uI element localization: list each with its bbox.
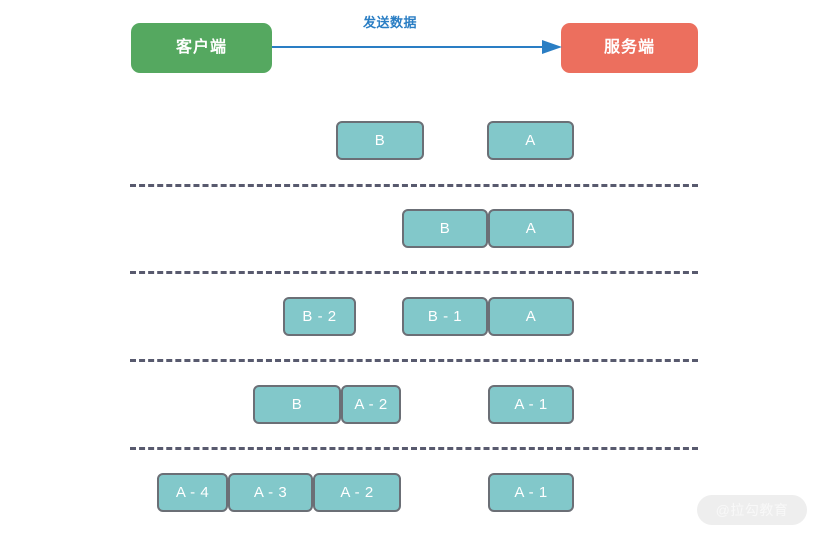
packet-box: A - 4 <box>157 473 228 512</box>
packet-box: A - 2 <box>313 473 401 512</box>
divider-4 <box>130 447 698 450</box>
server-node-label: 服务端 <box>603 39 655 56</box>
packet-box: B <box>253 385 341 424</box>
packet-box: B - 1 <box>402 297 488 336</box>
packet-label: B <box>291 396 303 413</box>
packet-label: A <box>525 132 536 149</box>
packet-box: A - 2 <box>341 385 401 424</box>
packet-label: A <box>525 308 537 325</box>
packet-box: B <box>402 209 488 248</box>
packet-box: B <box>336 121 424 160</box>
send-arrow-line <box>272 46 554 48</box>
packet-label: A - 2 <box>354 396 388 413</box>
client-node: 客户端 <box>131 23 272 73</box>
packet-box: A - 1 <box>488 385 574 424</box>
packet-label: A - 4 <box>175 484 210 501</box>
client-node-label: 客户端 <box>175 39 227 56</box>
packet-label: B - 1 <box>427 308 463 325</box>
server-node: 服务端 <box>561 23 698 73</box>
packet-label: B - 2 <box>302 308 337 325</box>
send-arrow-head-icon <box>542 40 562 54</box>
packet-box: A <box>488 297 574 336</box>
divider-3 <box>130 359 698 362</box>
watermark-label: @拉勾教育 <box>715 502 789 518</box>
packet-label: B <box>439 220 451 237</box>
watermark: @拉勾教育 <box>697 495 807 525</box>
packet-label: A - 3 <box>253 484 288 501</box>
packet-box: A <box>487 121 574 160</box>
send-arrow-label: 发送数据 <box>363 15 418 30</box>
packet-label: A - 1 <box>514 484 548 501</box>
packet-label: B <box>374 132 386 149</box>
packet-label: A <box>525 220 537 237</box>
packet-label: A - 2 <box>340 484 374 501</box>
divider-1 <box>130 184 698 187</box>
packet-label: A - 1 <box>514 396 548 413</box>
packet-box: A - 3 <box>228 473 313 512</box>
divider-2 <box>130 271 698 274</box>
packet-box: B - 2 <box>283 297 356 336</box>
packet-box: A <box>488 209 574 248</box>
packet-box: A - 1 <box>488 473 574 512</box>
